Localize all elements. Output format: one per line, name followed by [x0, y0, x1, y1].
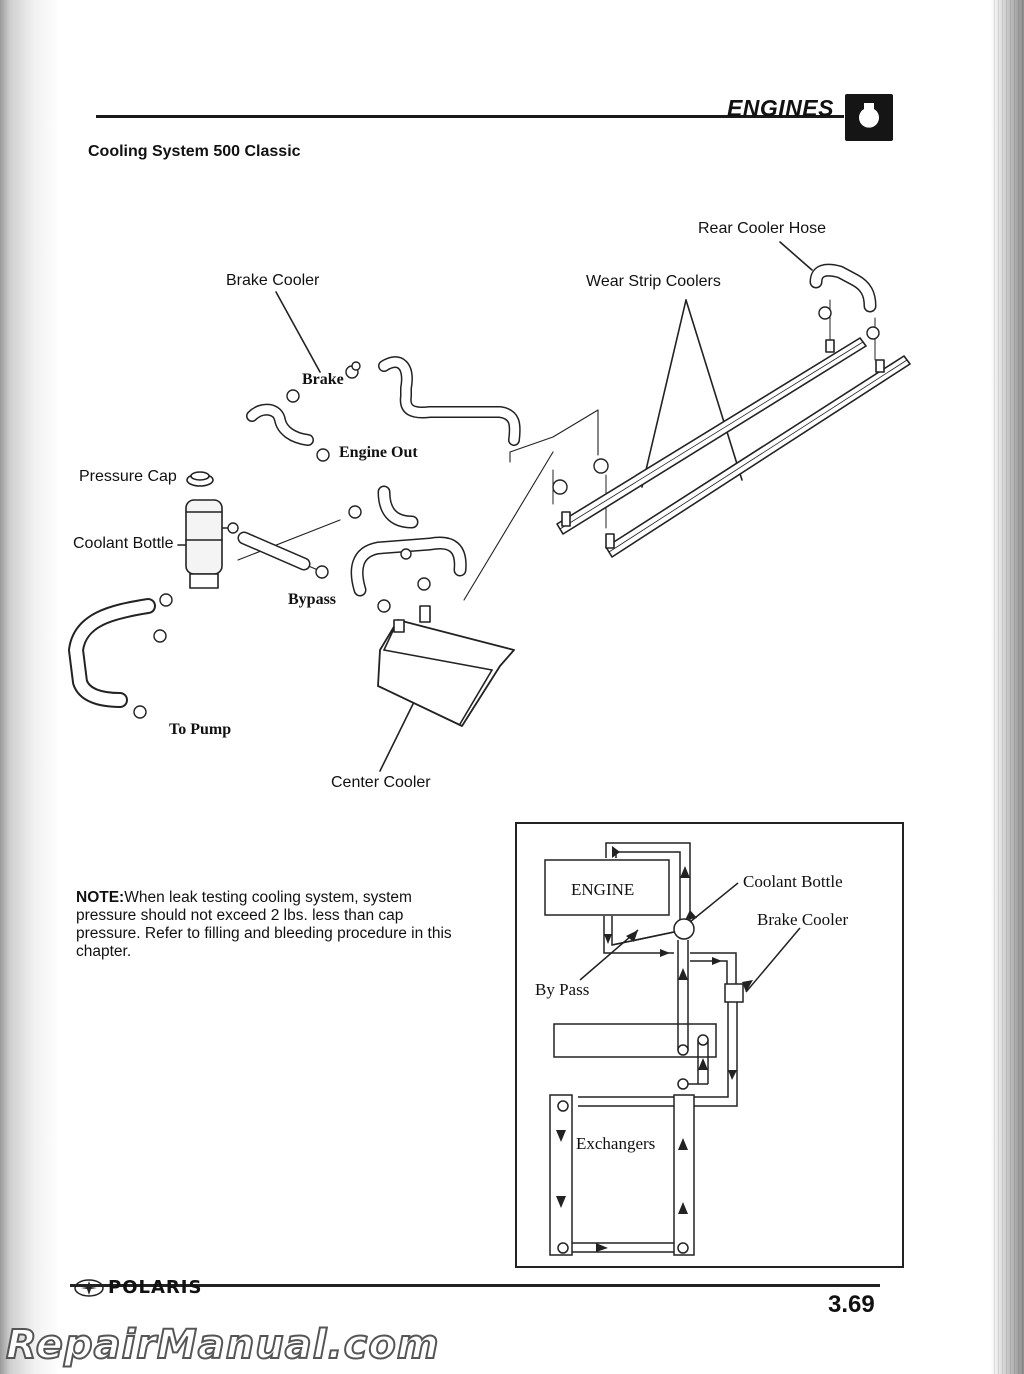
- schematic-brake-cooler-label: Brake Cooler: [757, 910, 849, 929]
- polaris-logo: POLARIS: [74, 1277, 202, 1298]
- brand-name: POLARIS: [108, 1277, 203, 1298]
- leak-test-note: NOTE:When leak testing cooling system, s…: [76, 889, 458, 961]
- center-cooler-label: Center Cooler: [331, 774, 431, 791]
- engine-out-part-label: Engine Out: [339, 444, 418, 461]
- page-number: 3.69: [828, 1291, 875, 1318]
- chapter-title: ENGINES: [726, 95, 834, 121]
- wear-strip-leader-2: [685, 299, 743, 481]
- note-prefix: NOTE:: [76, 889, 125, 906]
- page-edge-shading: [994, 0, 1024, 1374]
- pressure-cap-label: Pressure Cap: [79, 468, 177, 485]
- note-body: When leak testing cooling system, system…: [76, 889, 452, 960]
- wear-strip-coolers-label: Wear Strip Coolers: [586, 273, 721, 290]
- footer-rule: [70, 1284, 880, 1287]
- schematic-by-pass-label: By Pass: [535, 980, 590, 999]
- header-rule: [96, 115, 844, 118]
- coolant-flow-schematic: [515, 822, 904, 1268]
- brake-cooler-label: Brake Cooler: [226, 272, 320, 289]
- engine-chapter-icon: [845, 94, 893, 141]
- schematic-engine-label: ENGINE: [571, 880, 635, 899]
- wear-strip-leader-1: [641, 299, 687, 488]
- rear-cooler-hose-label: Rear Cooler Hose: [698, 220, 827, 237]
- bypass-part-label: Bypass: [288, 591, 337, 608]
- center-cooler-leader: [379, 703, 414, 772]
- brake-part-label: Brake: [302, 371, 344, 388]
- polaris-star-icon: [74, 1278, 104, 1297]
- coolant-bottle-label: Coolant Bottle: [73, 535, 174, 552]
- rear-hose-leader: [779, 241, 813, 271]
- watermark: RepairManual.com: [5, 1321, 440, 1369]
- section-title: Cooling System 500 Classic: [88, 143, 301, 160]
- brake-cooler-leader: [275, 291, 321, 373]
- schematic-exchangers-label: Exchangers: [576, 1134, 656, 1153]
- schematic-coolant-bottle-label: Coolant Bottle: [743, 872, 843, 891]
- to-pump-part-label: To Pump: [169, 721, 232, 738]
